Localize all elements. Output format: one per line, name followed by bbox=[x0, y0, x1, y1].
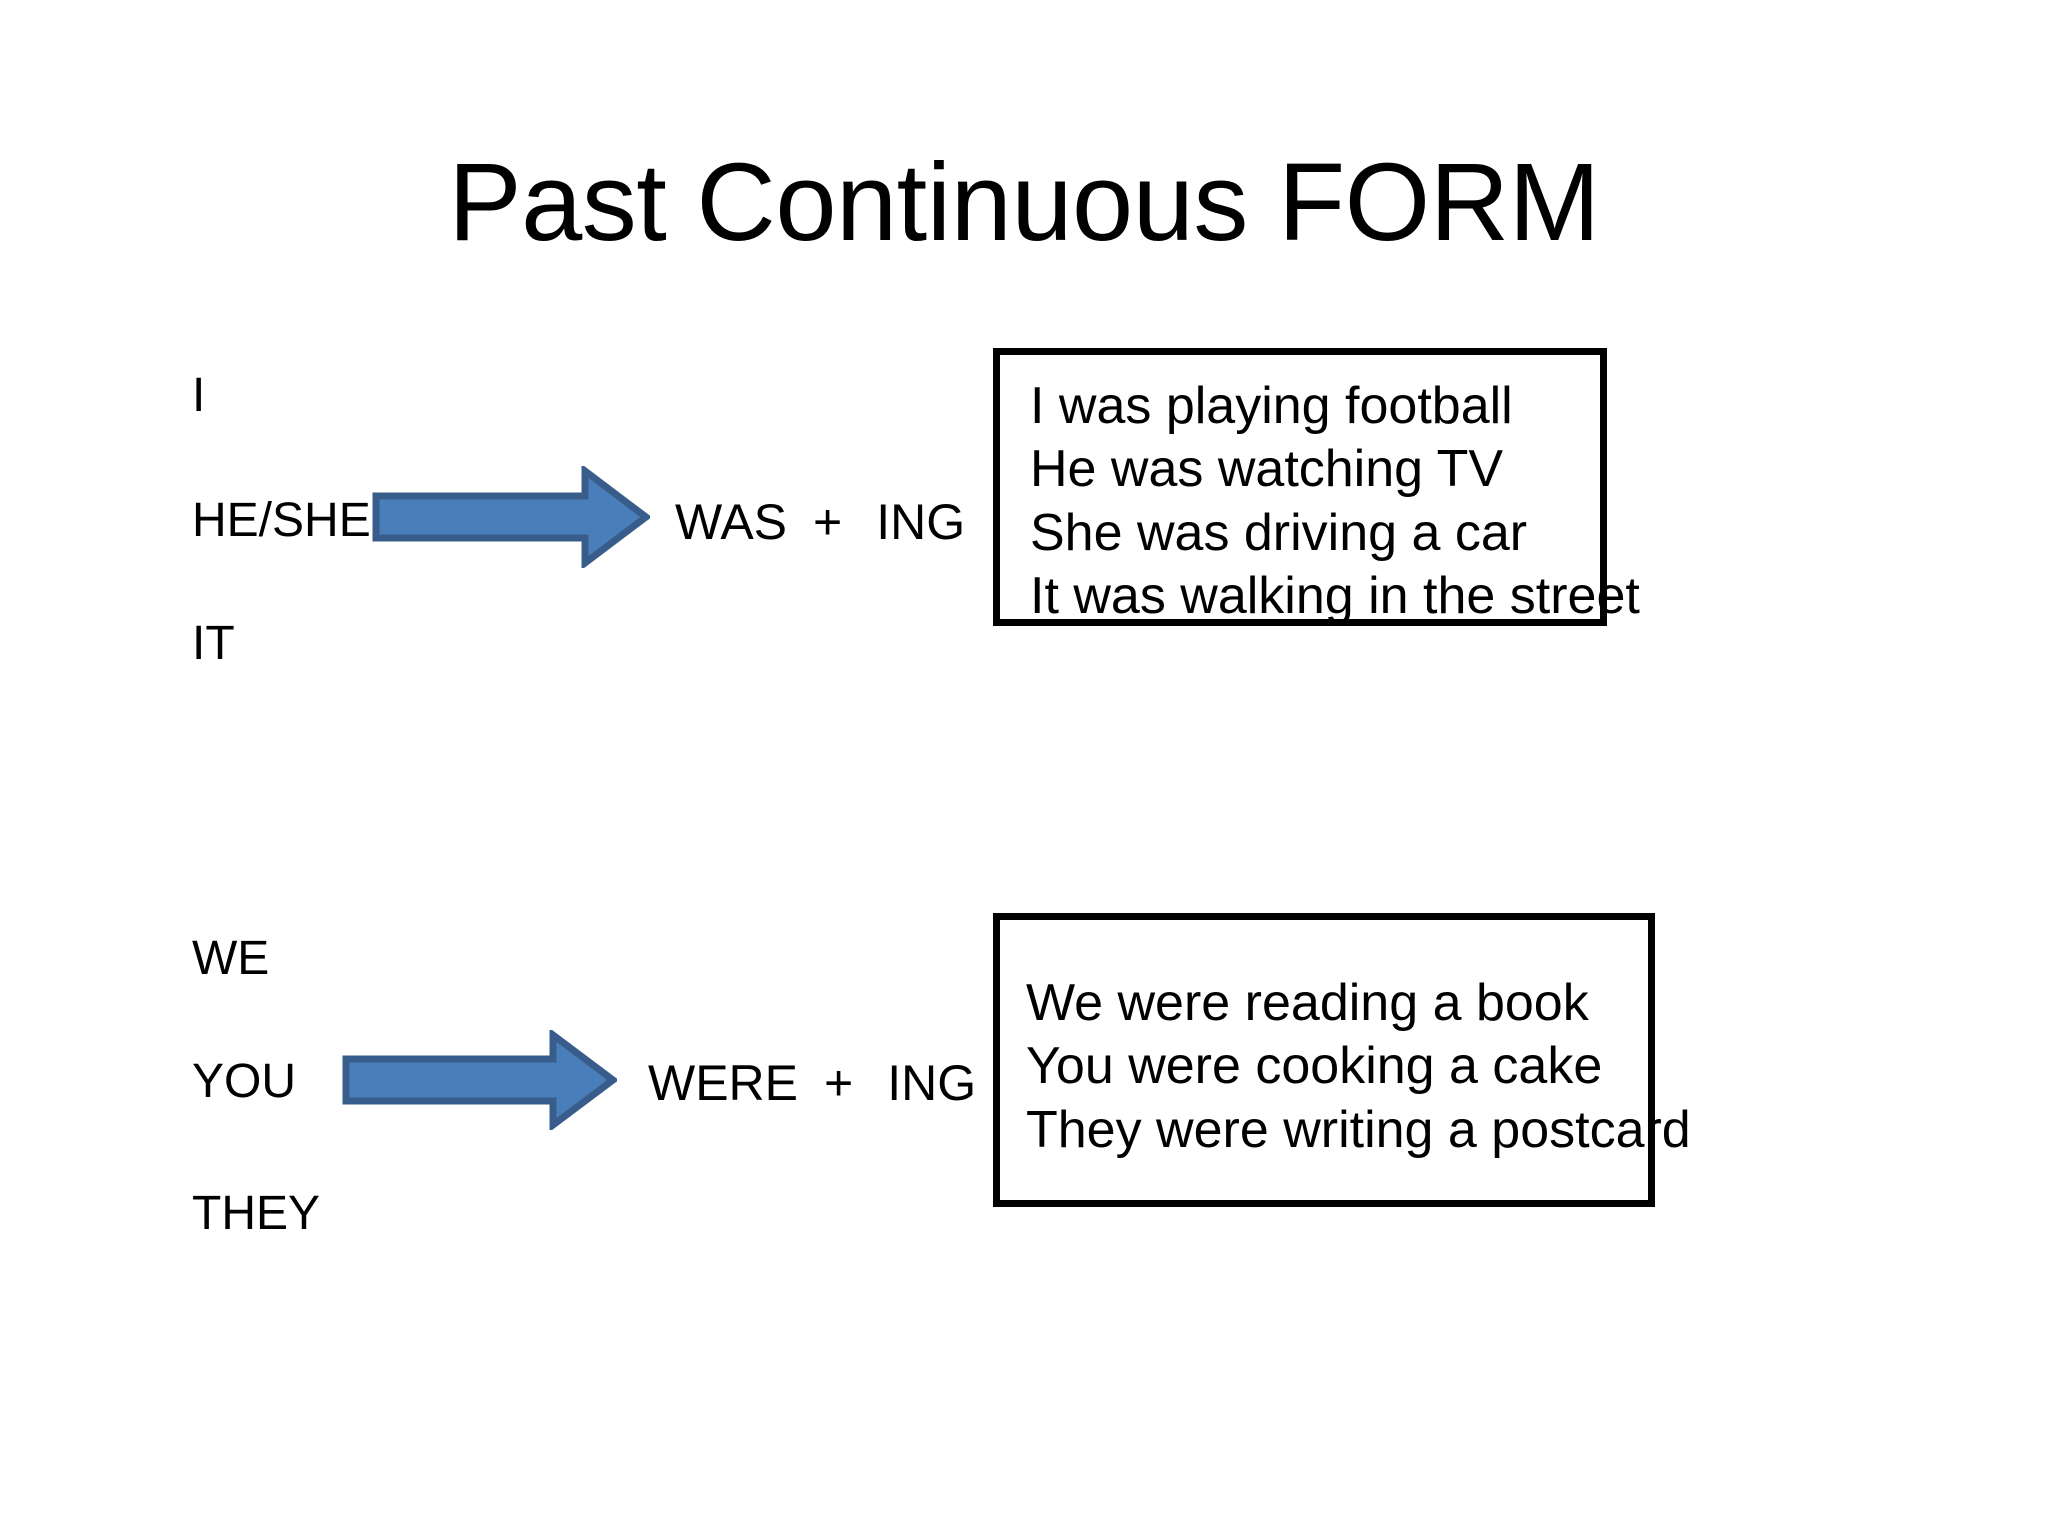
page-title: Past Continuous FORM bbox=[448, 141, 1600, 264]
example-line: She was driving a car bbox=[1030, 503, 1528, 562]
pronoun-i: I bbox=[192, 369, 206, 422]
suffix-ing: ING bbox=[887, 1055, 977, 1111]
example-line: We were reading a book bbox=[1026, 974, 1589, 1032]
examples-box-was: I was playing football He was watching T… bbox=[993, 348, 1640, 629]
block-arrow-right-icon bbox=[372, 466, 650, 568]
pronoun-we: WE bbox=[192, 932, 270, 985]
examples-box-were: We were reading a book You were cooking … bbox=[993, 913, 1691, 1207]
auxiliary-were: WERE bbox=[648, 1055, 798, 1111]
example-list: We were reading a book You were cooking … bbox=[1000, 920, 1691, 1162]
example-list: I was playing football He was watching T… bbox=[1000, 355, 1640, 629]
pronoun-they: THEY bbox=[192, 1187, 321, 1240]
formula-were-ing: WERE + ING bbox=[648, 1058, 976, 1108]
example-line: I was playing football bbox=[1030, 377, 1513, 435]
pronoun-he-she: HE/SHE bbox=[192, 494, 371, 547]
block-arrow-right-icon bbox=[342, 1030, 617, 1130]
pronoun-you: YOU bbox=[192, 1055, 297, 1108]
auxiliary-was: WAS bbox=[675, 494, 788, 550]
suffix-ing: ING bbox=[876, 494, 966, 550]
pronoun-it: IT bbox=[192, 617, 235, 670]
plus-operator: + bbox=[824, 1055, 854, 1111]
formula-was-ing: WAS + ING bbox=[675, 497, 965, 547]
example-line: They were writing a postcard bbox=[1026, 1100, 1691, 1159]
plus-operator: + bbox=[813, 494, 843, 550]
example-line: You were cooking a cake bbox=[1026, 1037, 1603, 1096]
example-line: It was walking in the street bbox=[1030, 567, 1640, 626]
example-line: He was watching TV bbox=[1030, 440, 1504, 499]
